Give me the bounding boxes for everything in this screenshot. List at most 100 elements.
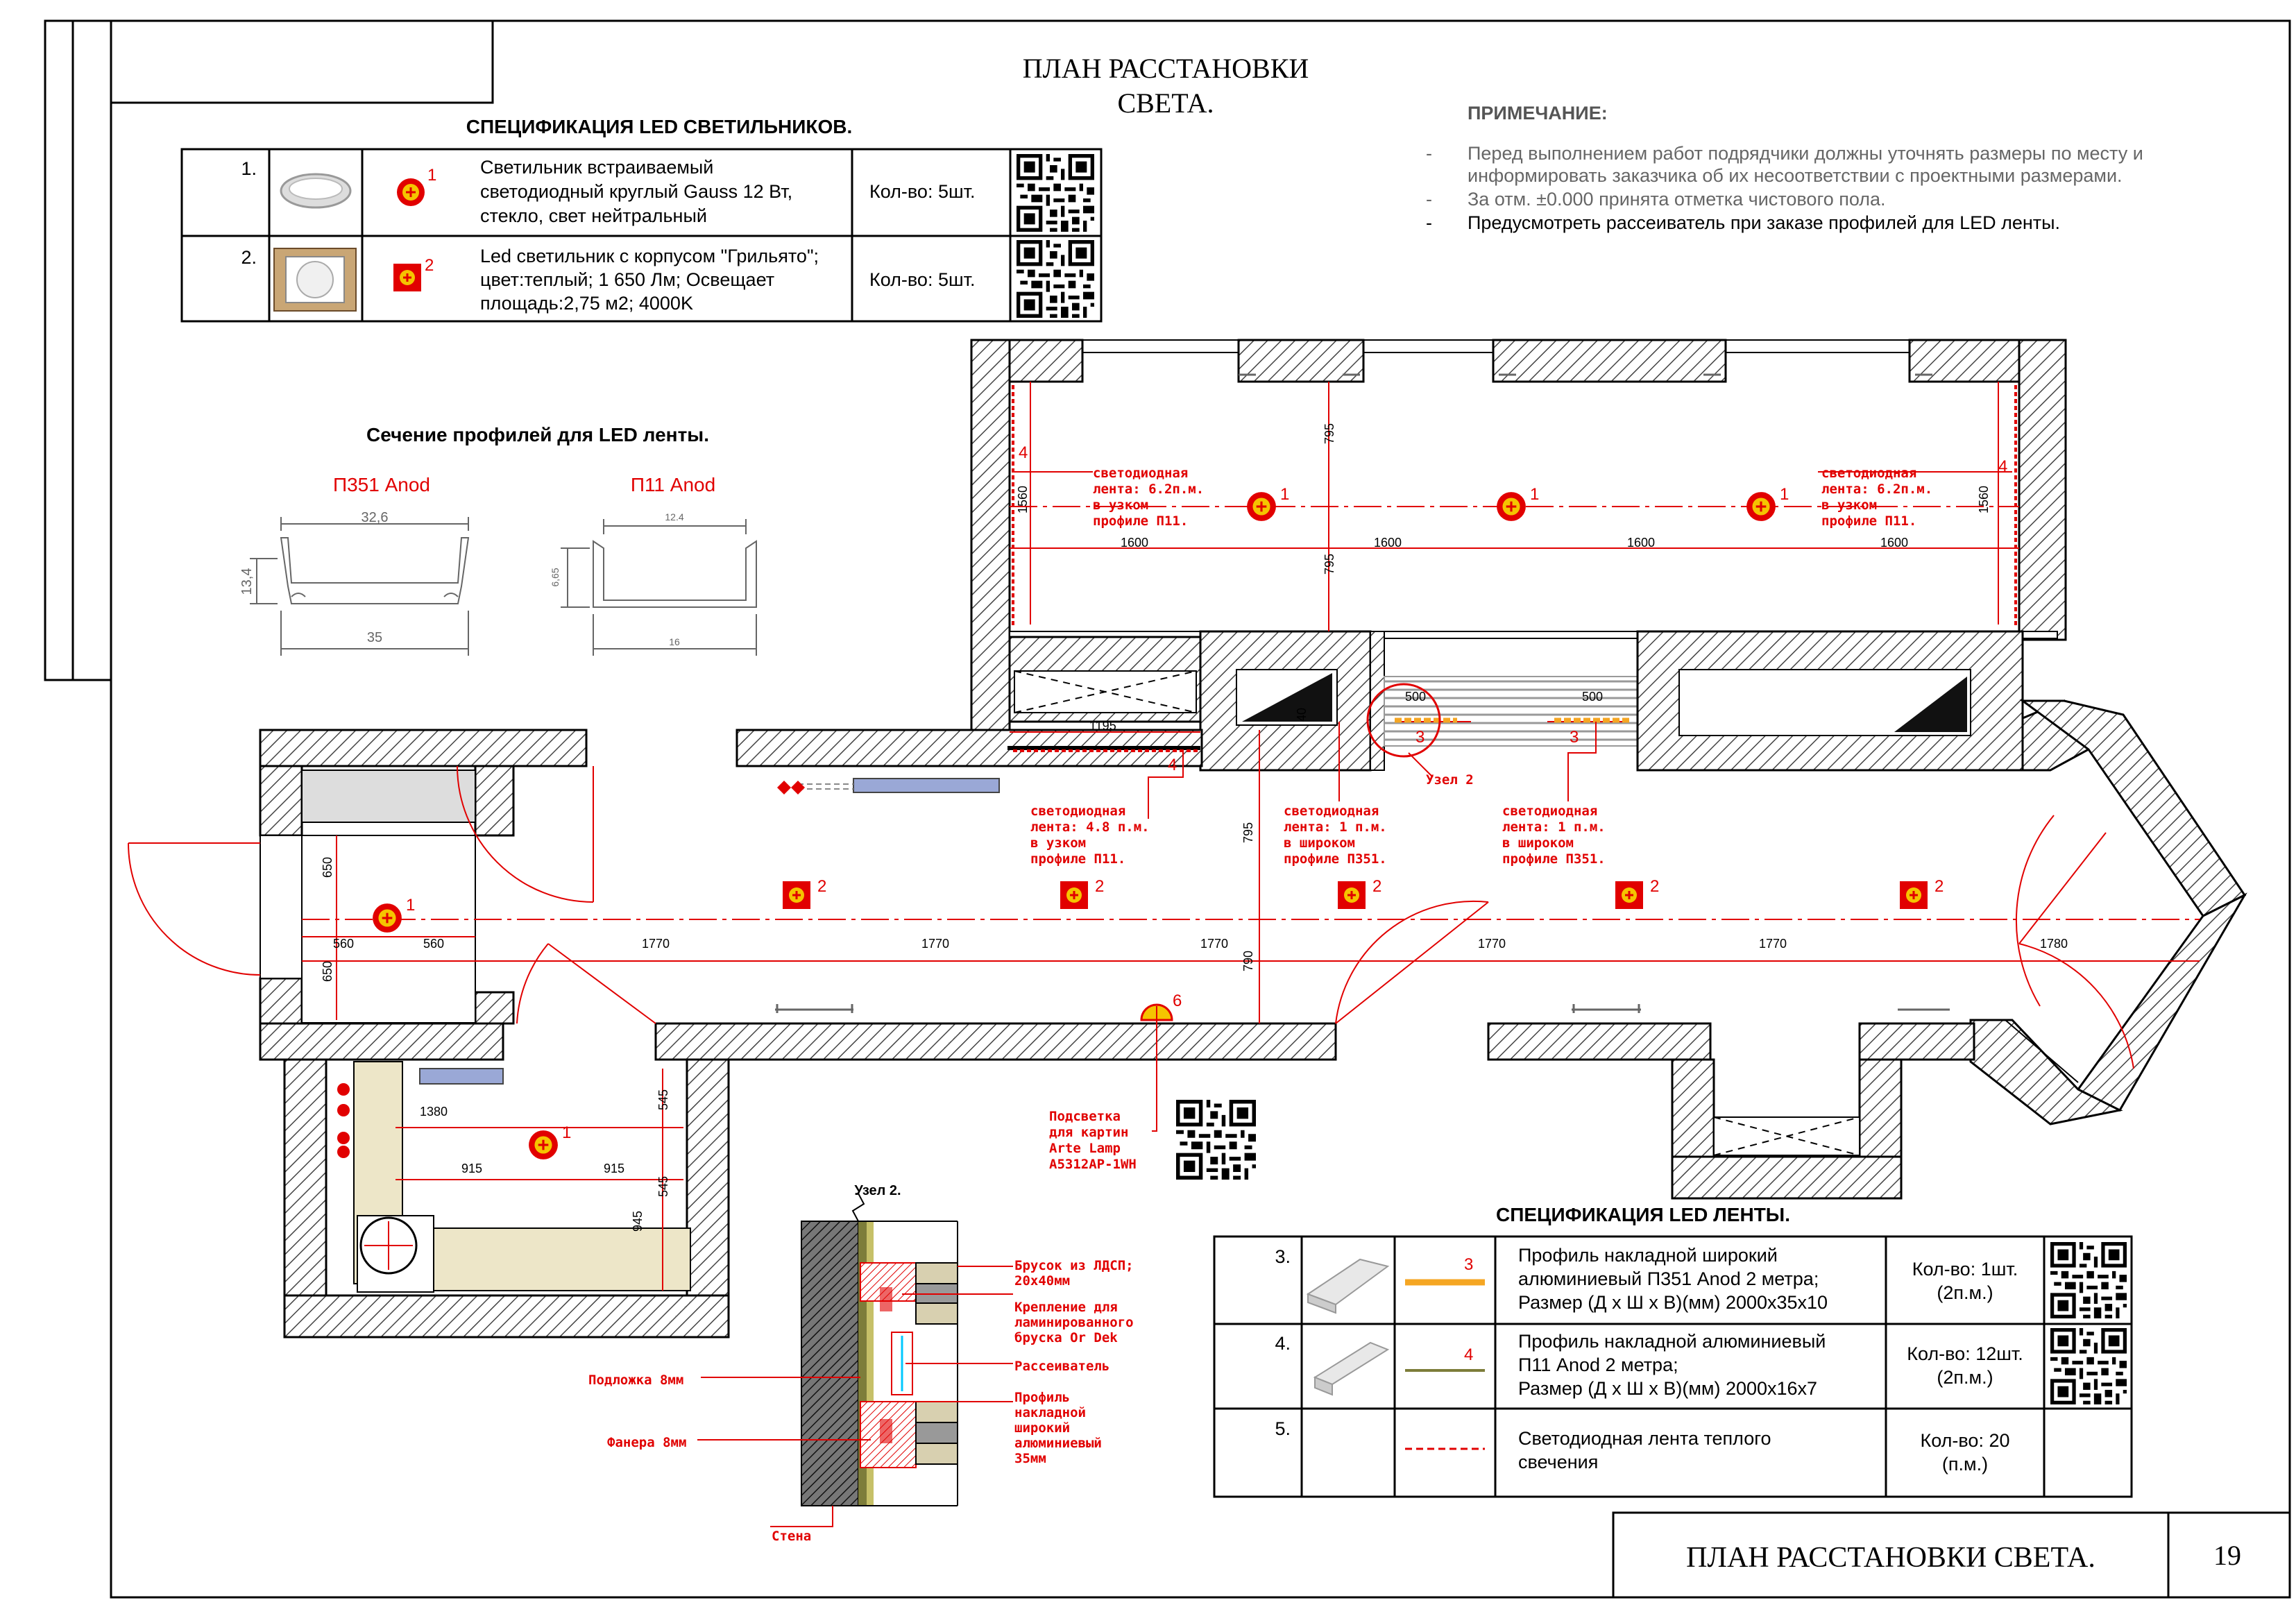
fixture-num: 2 [1934, 877, 1944, 896]
strip-label: в узком [1093, 498, 1148, 513]
lamp-type1-icon [1745, 491, 1777, 522]
node-labels: Брусок из ЛДСП; 20х40мм Крепление для ла… [588, 1258, 1134, 1544]
lamp-type1-icon [396, 177, 426, 207]
strip-label: светодиодная [1821, 466, 1916, 481]
profile-p351-wtop: 32,6 [362, 510, 389, 525]
qr-code-icon [1176, 1100, 1256, 1180]
qr-code-icon [2050, 1328, 2127, 1404]
strip-label: профиле П351. [1284, 851, 1387, 867]
dim: 795 [1323, 423, 1336, 444]
node-label: накладной [1014, 1405, 1086, 1420]
wall [283, 1294, 730, 1339]
picture-light-label: Arte Lamp [1049, 1141, 1121, 1156]
spec-row-qty: Кол-во: 1шт. [1912, 1259, 2018, 1280]
sheet-border [110, 19, 2291, 1599]
spec-strip-heading: СПЕЦИФИКАЦИЯ LED ЛЕНТЫ. [1496, 1204, 1790, 1225]
strip-label: профиле П11. [1093, 513, 1188, 529]
dim: 500 [1405, 690, 1426, 704]
node-label: Подложка 8мм [588, 1373, 683, 1388]
dim: 545 [656, 1089, 670, 1110]
lamp-type1-icon [371, 902, 403, 934]
profile-p351-photo [1306, 1258, 1390, 1314]
strip-label: лента: 4.8 п.м. [1030, 819, 1150, 835]
fixture-num: 6 [1173, 992, 1182, 1010]
strip-label: лента: 6.2п.м. [1821, 482, 1932, 497]
fixture-num: 2 [1650, 877, 1659, 896]
svg-text:-: - [1426, 143, 1432, 164]
note-item: За отм. ±0.000 принята отметка чистового… [1468, 189, 1886, 210]
dim: 915 [461, 1162, 482, 1175]
profile-p351-title: П351 Anod [333, 474, 430, 495]
wall [1009, 631, 2058, 639]
spec-row-qty: (2п.м.) [1937, 1367, 1993, 1388]
dim: 1780 [2040, 937, 2068, 951]
picture-light-label: для картин [1049, 1125, 1128, 1140]
node2-label: Узел 2 [1426, 772, 1474, 788]
spec-row-qty: (2п.м.) [1937, 1282, 1993, 1303]
wall [970, 339, 1011, 733]
profile-p11-wtop: 12.4 [665, 511, 683, 522]
spec-row-desc: светодиодный круглый Gauss 12 Вт, [480, 181, 792, 202]
note-heading: ПРИМЕЧАНИЕ: [1468, 103, 1608, 124]
profile-p11-drawing [561, 519, 757, 656]
spec-row-qty: (п.м.) [1942, 1454, 1988, 1475]
node-label: Брусок из ЛДСП; [1014, 1258, 1134, 1273]
led-strips [1012, 385, 2017, 752]
lamp-type1-icon [1495, 491, 1527, 522]
lamp-symbol-num: 1 [427, 166, 436, 185]
lamp-type2-icon [1059, 880, 1089, 910]
dim: 1770 [1478, 937, 1506, 951]
dim: 945 [631, 1211, 645, 1232]
strip-symbol-num: 3 [1464, 1255, 1473, 1274]
qr-code-icon [1017, 154, 1094, 232]
fixture-num: 1 [406, 896, 415, 915]
spec-row-qty: Кол-во: 5шт. [869, 269, 976, 290]
lamp-type2-icon [1898, 880, 1929, 910]
dim: 1770 [1200, 937, 1228, 951]
profile-p11-wbottom: 16 [669, 636, 680, 647]
dim: 545 [656, 1176, 670, 1197]
node-label: Рассеиватель [1014, 1359, 1109, 1374]
fixture-num: 3 [1570, 728, 1579, 747]
qr-code-icon [1017, 240, 1094, 318]
wall [259, 765, 303, 837]
strip-label: светодиодная [1093, 466, 1188, 481]
lamp-type1-icon [1245, 491, 1277, 522]
dim: 795 [1323, 554, 1336, 575]
profile-p11-photo [1313, 1341, 1390, 1396]
dim: 1600 [1627, 536, 1655, 550]
wall [283, 1058, 328, 1339]
wall [259, 977, 303, 1025]
center-lines [302, 382, 2200, 1291]
dim: 1770 [642, 937, 670, 951]
spec-row-desc: Светильник встраиваемый [480, 157, 713, 178]
node-title: Узел 2. [854, 1183, 901, 1198]
lamp-type1-icon [527, 1129, 559, 1161]
dim: 500 [1582, 690, 1603, 704]
profile-p351-drawing [250, 517, 470, 656]
fixture-num: 4 [1019, 443, 1028, 462]
strip-label: светодиодная [1030, 804, 1125, 819]
wall [474, 765, 515, 837]
wall [654, 1022, 1337, 1061]
picture-light-label: Подсветка [1049, 1109, 1121, 1124]
dim: 1560 [1977, 486, 1991, 513]
spec-row-qty: Кол-во: 5шт. [869, 181, 976, 202]
strip-label: светодиодная [1502, 804, 1597, 819]
radiator [419, 1068, 504, 1085]
node-label: Стена [772, 1529, 811, 1544]
profile-p11-h: 6,65 [550, 568, 561, 586]
strip-label: профиле П11. [1821, 513, 1916, 529]
strip-label: в широком [1502, 835, 1574, 851]
lamp-type2-icon [392, 262, 423, 293]
strip-label: лента: 1 п.м. [1284, 819, 1387, 835]
fixture-num: 2 [1095, 877, 1104, 896]
spec-row-desc: П11 Anod 2 метра; [1518, 1354, 1678, 1375]
strip-label: в узком [1030, 835, 1086, 851]
dim: 560 [423, 937, 444, 951]
spec-row-num: 4. [1275, 1333, 1291, 1354]
wall [2018, 339, 2067, 641]
spec-row-desc: стекло, свет нейтральный [480, 205, 707, 226]
node2-callout [1366, 683, 1441, 758]
